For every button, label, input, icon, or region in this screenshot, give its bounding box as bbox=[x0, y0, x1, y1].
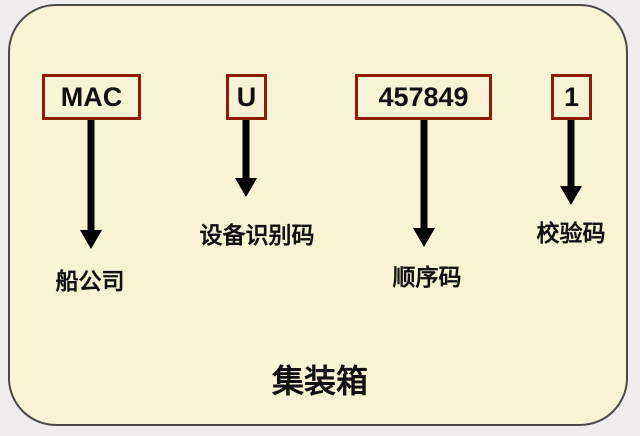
code-box-equipment: U bbox=[226, 74, 267, 120]
arrow-head-icon bbox=[560, 186, 582, 205]
arrow-shaft bbox=[420, 120, 428, 228]
segment-label-equipment: 设备识别码 bbox=[199, 222, 315, 248]
arrow-shaft bbox=[242, 120, 250, 178]
code-value-serial: 457849 bbox=[378, 81, 469, 112]
code-box-check: 1 bbox=[551, 74, 592, 120]
code-value-owner: MAC bbox=[60, 81, 123, 112]
segment-label-serial: 顺序码 bbox=[392, 264, 462, 290]
arrow-head-icon bbox=[235, 178, 257, 197]
arrow-shaft bbox=[567, 120, 575, 186]
arrow-head-icon bbox=[413, 228, 435, 247]
arrow-shaft bbox=[87, 120, 95, 230]
code-value-equipment: U bbox=[236, 81, 257, 112]
code-box-owner: MAC bbox=[42, 74, 141, 120]
segment-label-check: 校验码 bbox=[536, 220, 606, 246]
diagram-title: 集装箱 bbox=[271, 363, 369, 399]
arrow-head-icon bbox=[80, 230, 102, 249]
segment-label-owner: 船公司 bbox=[55, 268, 125, 294]
code-box-serial: 457849 bbox=[355, 74, 492, 120]
code-value-check: 1 bbox=[563, 81, 580, 112]
